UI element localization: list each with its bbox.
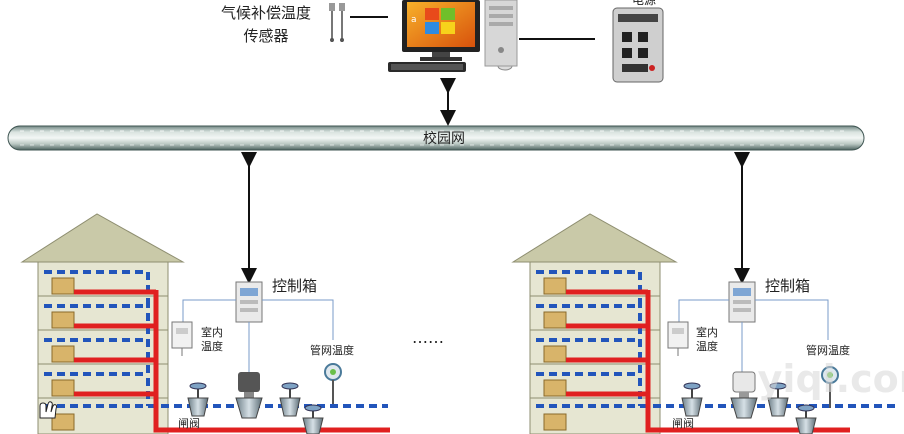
signal-lines-right xyxy=(678,299,829,372)
gate-valve-icon xyxy=(767,382,789,417)
campus-network-bus xyxy=(7,125,865,151)
return-pipes-left xyxy=(44,270,388,408)
ellipsis-label: …… xyxy=(412,328,444,347)
left-station: 控制箱 室内 温度 管网温度 xyxy=(20,213,390,434)
control-box-label-left: 控制箱 xyxy=(272,277,317,295)
signal-lines-left xyxy=(182,299,334,372)
pipe-temp-label-left: 管网温度 xyxy=(310,343,354,357)
gate-valve-icon xyxy=(795,404,817,434)
indoor-temp-label-line1-left: 室内 xyxy=(201,325,223,339)
pipe-temperature-sensor-icon xyxy=(324,363,342,404)
desktop-computer-icon: a xyxy=(388,0,518,72)
temperature-sensor-icon xyxy=(329,3,345,42)
watermark: yiqi.com xyxy=(758,357,904,401)
climate-sensor-label-line1: 气候补偿温度 xyxy=(221,4,311,22)
indoor-temp-label-line1-right: 室内 xyxy=(696,325,718,339)
hand-cursor-icon xyxy=(39,401,57,419)
control-valve-icon xyxy=(235,372,263,419)
gate-valve-label-right: 闸阀 xyxy=(672,416,694,430)
gate-valve-icon xyxy=(302,404,324,434)
indoor-temp-label-line2-right: 温度 xyxy=(696,339,718,353)
gate-valve-icon xyxy=(279,382,301,417)
climate-sensor-label-line2: 传感器 xyxy=(243,27,288,45)
gate-valve-icon xyxy=(187,382,209,417)
control-box-label-right: 控制箱 xyxy=(765,277,810,295)
supply-pipes-left xyxy=(74,289,390,433)
indoor-temperature-sensor-icon xyxy=(171,321,193,356)
right-station: 控制箱 室内 温度 管网温度 xyxy=(511,213,896,434)
indoor-temp-label-line2-left: 温度 xyxy=(201,339,223,353)
radiators-left xyxy=(51,277,75,431)
control-cabinet-icon xyxy=(728,281,756,323)
pipe-temperature-sensor-icon xyxy=(821,366,839,408)
control-valve-icon xyxy=(730,371,758,419)
ups-label: 电源 xyxy=(632,0,656,7)
control-cabinet-icon xyxy=(235,281,263,323)
radiators-right xyxy=(543,277,567,431)
ups-power-supply-icon xyxy=(612,7,664,83)
campus-network-label: 校园网 xyxy=(423,130,465,147)
gate-valve-icon xyxy=(681,382,703,417)
pipe-temp-label-right: 管网温度 xyxy=(806,343,850,357)
supply-pipes-right xyxy=(566,289,850,433)
gate-valve-label-left: 闸阀 xyxy=(178,416,200,430)
indoor-temperature-sensor-icon xyxy=(667,321,689,356)
svg-text:a: a xyxy=(411,15,417,25)
